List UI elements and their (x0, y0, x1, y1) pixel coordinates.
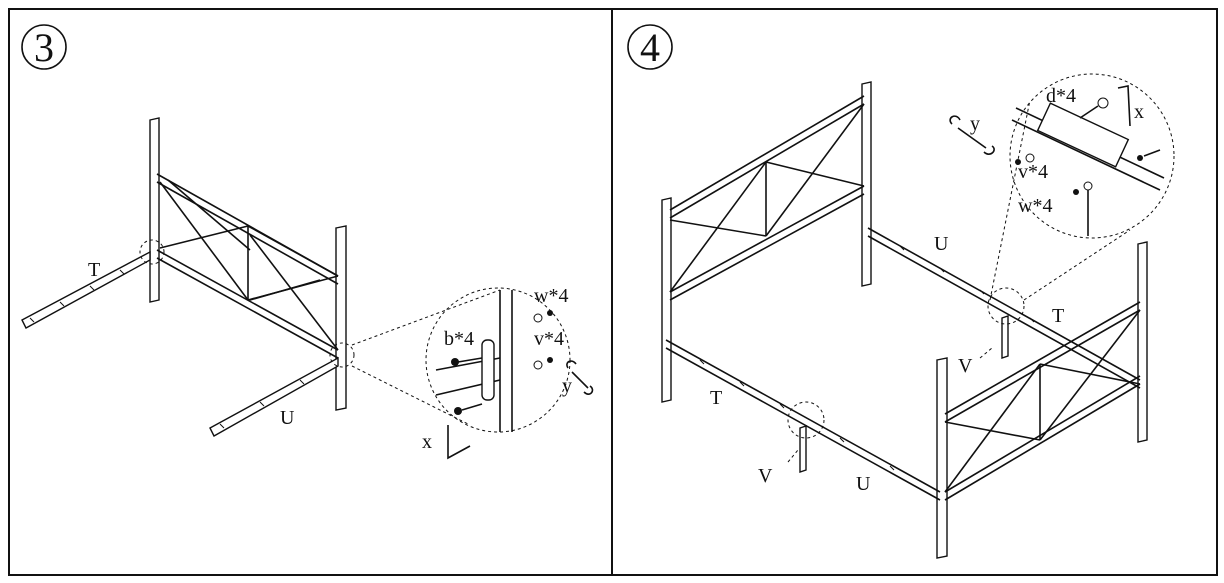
panel-4-frame (611, 8, 1218, 576)
label-d-panel-4: d*4 (1046, 85, 1076, 107)
center-leg-left (799, 425, 807, 473)
label-T-panel-3: T (88, 259, 100, 281)
label-T-left-panel-4: T (710, 387, 722, 409)
headboard-panel-4 (661, 81, 872, 403)
magnified-joint-panel-3 (425, 287, 571, 433)
step-3-number: 3 (34, 25, 54, 70)
magnified-joint-panel-4 (1009, 73, 1175, 239)
joint-detail-center-4 (987, 287, 1025, 325)
label-V-center-panel-4: V (958, 355, 973, 377)
wrench-icon-3 (566, 360, 594, 395)
label-U-panel-3: U (280, 407, 295, 429)
leg-pointers-4 (787, 347, 993, 463)
step-4-badge: 4 (627, 24, 673, 70)
joint-detail-left-4 (787, 401, 825, 439)
step-4-number: 4 (640, 25, 660, 70)
headboard-panel-3 (149, 117, 347, 411)
joint-detail-right-3 (329, 342, 355, 368)
label-x-panel-4: x (1134, 101, 1144, 123)
label-v-panel-3: v*4 (534, 328, 564, 350)
step-3-badge: 3 (21, 24, 67, 70)
hex-key-icon-4 (1117, 85, 1131, 127)
center-leg-right (1001, 315, 1009, 359)
label-y-panel-4: y (970, 113, 980, 135)
label-T-right-panel-4: T (1052, 305, 1064, 327)
label-b-panel-3: b*4 (444, 328, 474, 350)
label-V-left-panel-4: V (758, 465, 773, 487)
label-v-panel-4: v*4 (1018, 161, 1048, 183)
side-rails-panel-4 (665, 227, 1141, 501)
joint-detail-left-3 (139, 239, 165, 265)
label-w-panel-4: w*4 (1018, 195, 1052, 217)
label-U-bottom-panel-4: U (856, 473, 871, 495)
callout-lines-4 (989, 99, 1131, 301)
side-rail-U-panel-3 (209, 356, 339, 437)
wrench-icon-4 (949, 115, 995, 155)
label-w-panel-3: w*4 (534, 285, 568, 307)
callout-lines-3 (351, 289, 501, 426)
label-x-panel-3: x (422, 431, 432, 453)
side-rail-T-panel-3 (21, 250, 151, 329)
hex-key-icon-3 (447, 425, 471, 460)
footboard-panel-4 (936, 241, 1148, 559)
label-U-top-panel-4: U (934, 233, 949, 255)
label-y-panel-3: y (562, 375, 572, 397)
